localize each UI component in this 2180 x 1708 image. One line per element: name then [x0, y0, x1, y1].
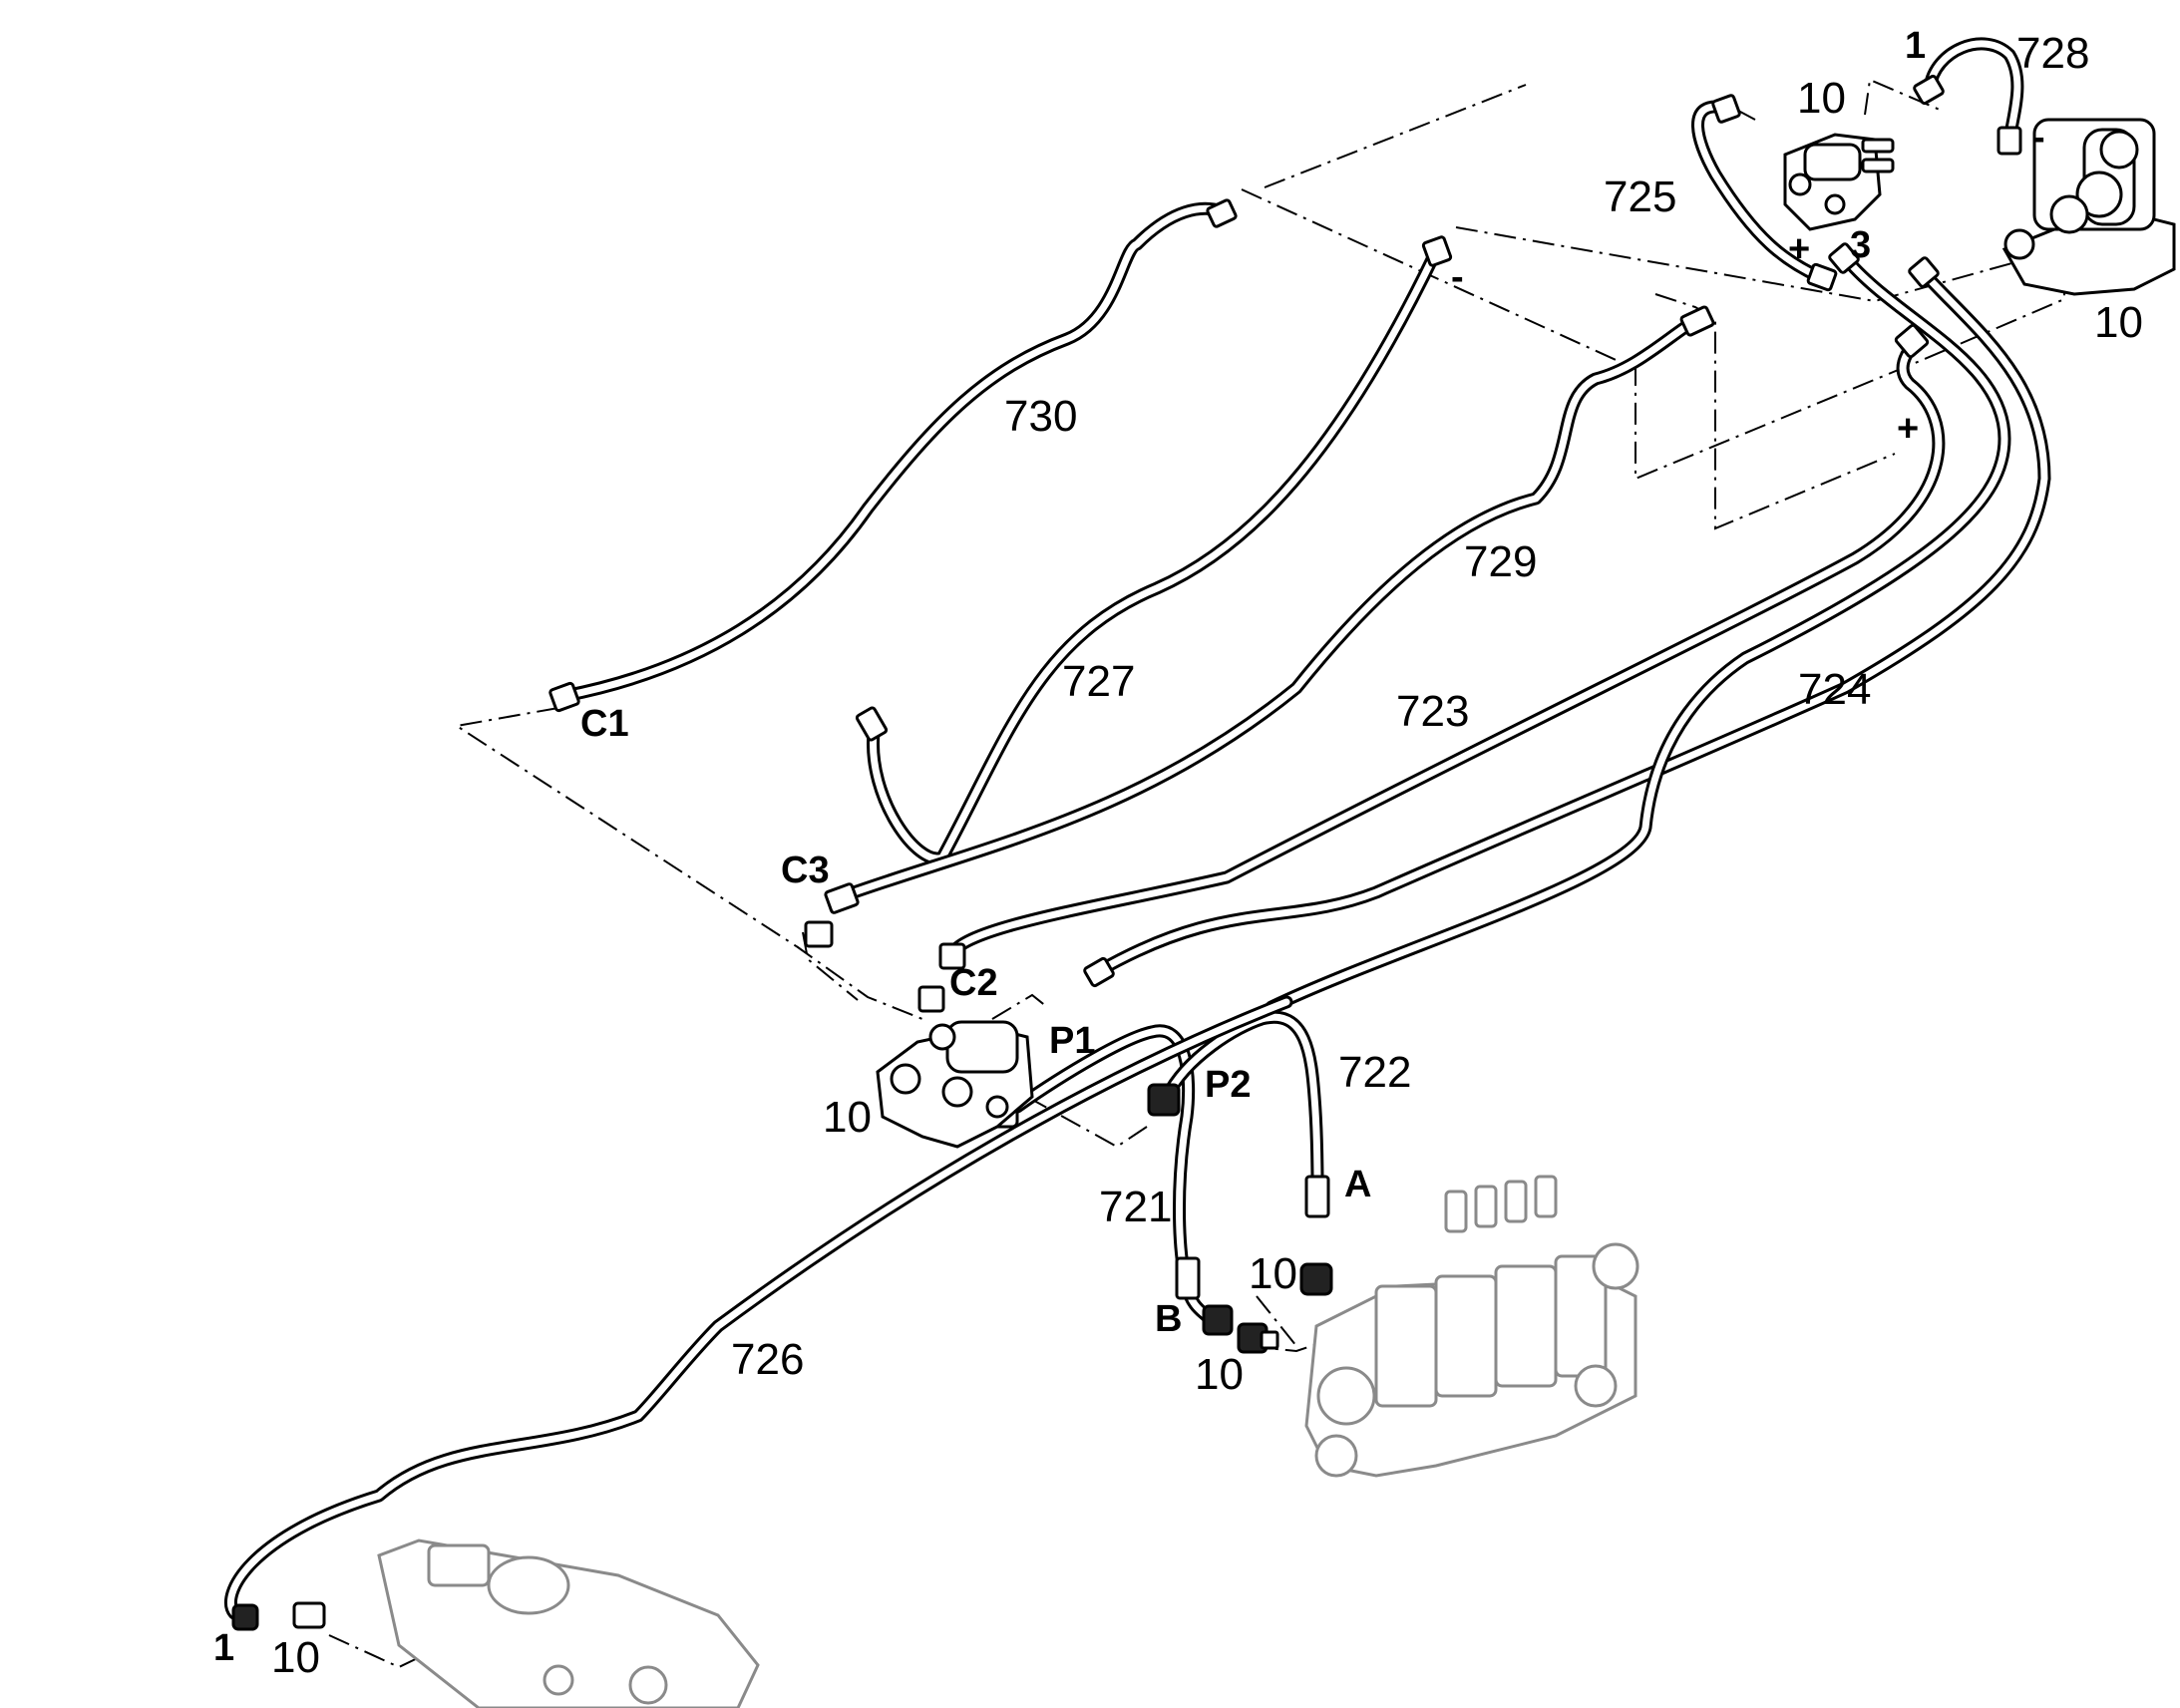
hose-724 [1090, 267, 2051, 979]
port-p2: P2 [1205, 1064, 1251, 1106]
port-c3: C3 [781, 850, 830, 891]
valve-block-right [2001, 118, 2176, 296]
minus-sign-top: - [2032, 117, 2045, 159]
callout-10-fit-bottom: 10 [271, 1633, 320, 1682]
hose-fittings [231, 74, 2022, 1631]
port-labels: C1 C2 C3 P1 P2 A B 3 1 1 + + - - [213, 25, 2045, 1669]
port-1-top: 1 [1905, 25, 1926, 67]
hose-723 [943, 336, 1946, 964]
port-1-bottom: 1 [213, 1627, 234, 1669]
hose-728 [1923, 37, 2024, 147]
callout-10-valve-mid: 10 [823, 1093, 872, 1142]
hose-726 [224, 995, 1293, 1620]
callout-10-valve-top: 10 [1797, 74, 1846, 123]
port-b: B [1155, 1298, 1182, 1340]
callout-723: 723 [1396, 687, 1469, 736]
port-p1: P1 [1049, 1020, 1095, 1062]
axle-assembly [377, 1538, 760, 1708]
plus-sign-top: + [1788, 228, 1810, 270]
minus-sign-mid: - [1451, 256, 1464, 298]
port-c1: C1 [580, 703, 629, 745]
hose-730 [557, 201, 1229, 703]
callout-727: 727 [1062, 657, 1135, 706]
port-a: A [1344, 1164, 1371, 1205]
hose-724b [1265, 250, 2011, 1014]
hose-725 [1691, 100, 1827, 284]
control-valve-bank [1304, 1175, 1639, 1478]
port-c2: C2 [949, 962, 998, 1004]
valve-top [1783, 133, 1895, 231]
callout-722: 722 [1338, 1048, 1411, 1097]
callout-724: 724 [1798, 665, 1871, 714]
hose-722 [1160, 1010, 1325, 1208]
callout-726: 726 [731, 1335, 804, 1384]
callout-728: 728 [2016, 29, 2089, 78]
callout-721: 721 [1099, 1183, 1172, 1231]
hose-729 [833, 312, 1704, 904]
callout-725: 725 [1604, 172, 1676, 221]
callout-729: 729 [1464, 537, 1537, 586]
plus-sign-right: + [1897, 408, 1919, 450]
callout-labels: 730 727 729 723 724 725 728 722 721 726 … [271, 29, 2143, 1682]
callout-10-fit-b: 10 [1195, 1350, 1244, 1399]
valve-mid [876, 1020, 1034, 1149]
hose-727 [867, 244, 1443, 865]
callout-730: 730 [1004, 392, 1077, 441]
port-3: 3 [1850, 224, 1871, 266]
callout-10-block-right: 10 [2094, 298, 2143, 347]
callout-10-fit-a: 10 [1249, 1249, 1297, 1298]
